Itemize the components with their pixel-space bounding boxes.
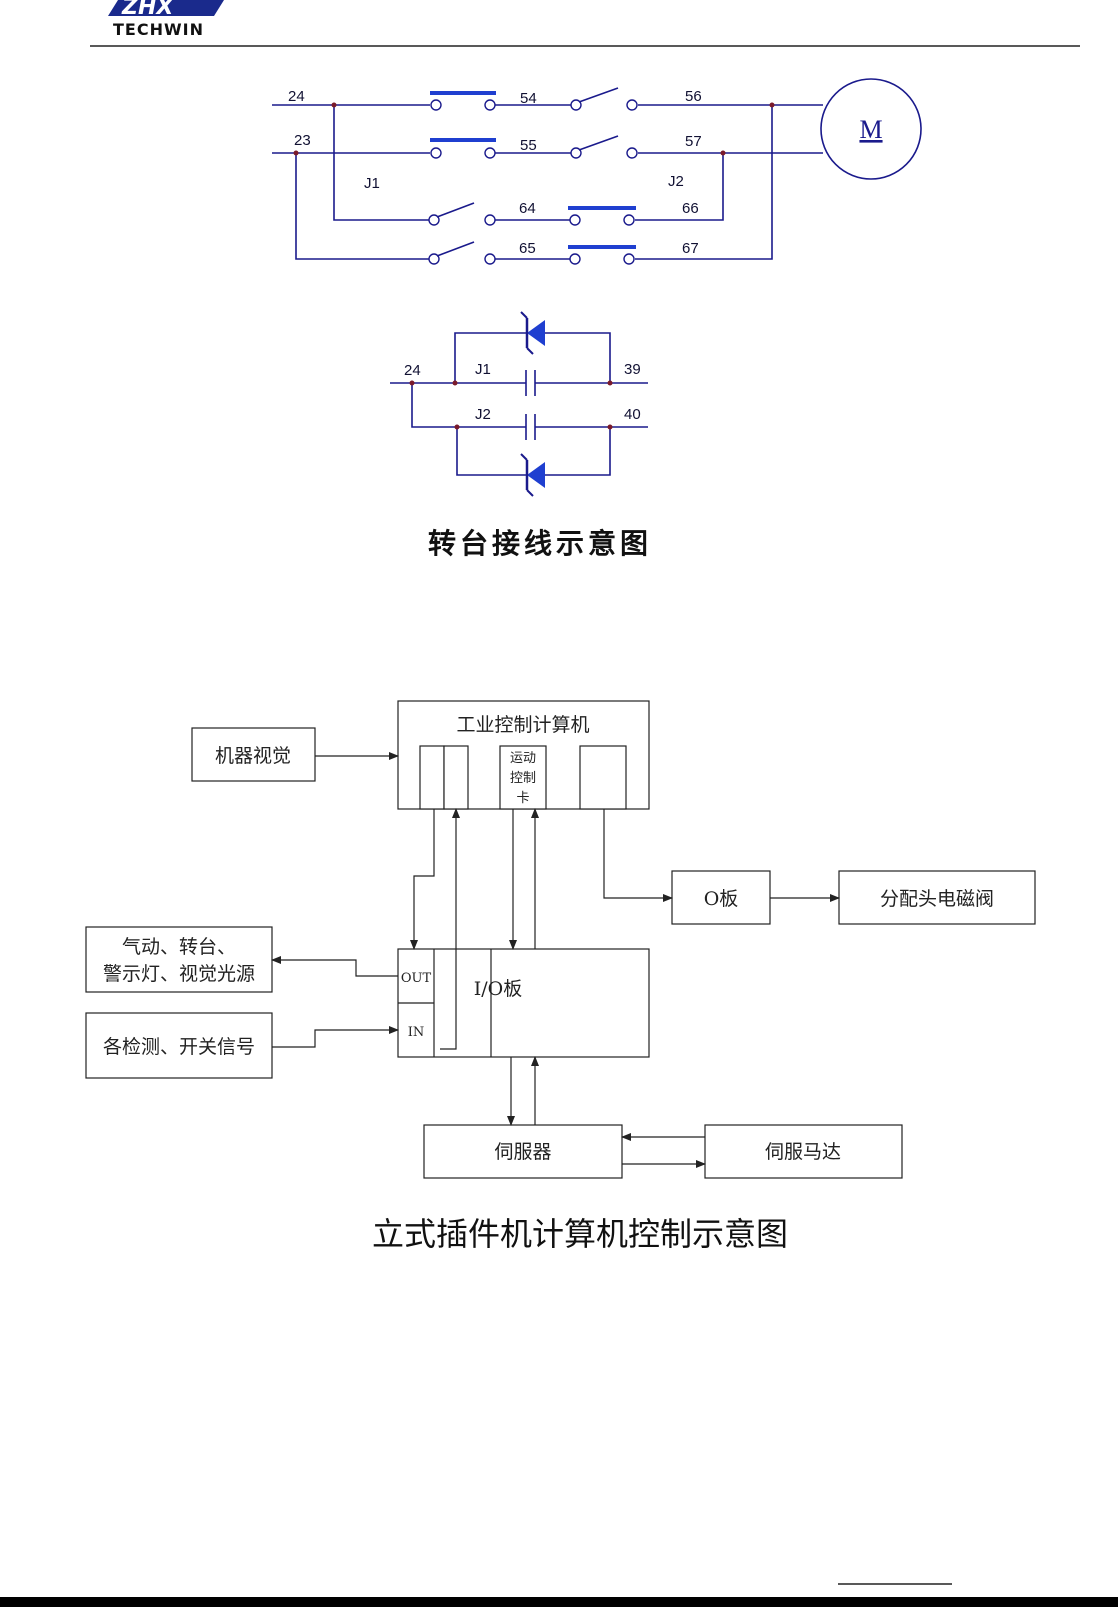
- relay-rectifier-diagram: 24 J1 J2 39 40: [390, 312, 648, 496]
- wire-label-23: 23: [294, 132, 311, 149]
- logo-text: TECHWIN: [113, 20, 204, 39]
- wire-label-64: 64: [519, 200, 536, 217]
- motor-label: M: [859, 115, 882, 144]
- turntable-wiring-diagram: M 24 23 54 55 56 57 64 65 66 67 J1 J2: [272, 79, 921, 264]
- vision-label: 机器视觉: [215, 745, 291, 767]
- control-caption: 立式插件机计算机控制示意图: [372, 1215, 788, 1253]
- outputs-box-line-2: 警示灯、视觉光源: [103, 963, 255, 985]
- wire-label-55: 55: [520, 137, 537, 154]
- wire-label-57: 57: [685, 133, 702, 150]
- wire-label-54: 54: [520, 90, 537, 107]
- rect-label-j1: J1: [475, 361, 491, 378]
- motion-card-label-3: 卡: [516, 791, 529, 806]
- wire-label-65: 65: [519, 240, 536, 257]
- control-block-diagram: 工业控制计算机 运动 控制 卡 机器视觉 O板 分配头电磁阀 I/O板 OUT …: [86, 701, 1035, 1178]
- o-board-label: O板: [704, 888, 739, 910]
- valve-label: 分配头电磁阀: [880, 888, 994, 910]
- relay-label-j2: J2: [668, 173, 684, 190]
- wire-label-67: 67: [682, 240, 699, 257]
- footer-rule: [0, 1597, 1118, 1607]
- servo-motor-label: 伺服马达: [765, 1141, 841, 1163]
- wire-label-24: 24: [288, 88, 305, 105]
- header-logo: ZHX TECHWIN: [108, 0, 224, 39]
- in-port-label: IN: [408, 1025, 425, 1040]
- inputs-box-label: 各检测、开关信号: [103, 1036, 255, 1058]
- rect-label-24: 24: [404, 362, 421, 379]
- rect-label-40: 40: [624, 406, 641, 423]
- turntable-caption: 转台接线示意图: [428, 527, 652, 560]
- wire-label-56: 56: [685, 88, 702, 105]
- wire-label-66: 66: [682, 200, 699, 217]
- outputs-box-line-1: 气动、转台、: [122, 936, 236, 958]
- motion-card-label-2: 控制: [510, 771, 536, 786]
- motion-card-label-1: 运动: [510, 751, 536, 766]
- io-board-label: I/O板: [474, 978, 522, 1000]
- rect-label-39: 39: [624, 361, 641, 378]
- relay-label-j1: J1: [364, 175, 380, 192]
- logo-mark: ZHX: [121, 0, 174, 20]
- out-port-label: OUT: [401, 971, 432, 986]
- rect-label-j2: J2: [475, 406, 491, 423]
- servo-drive-label: 伺服器: [494, 1141, 551, 1163]
- ipc-label: 工业控制计算机: [456, 714, 589, 736]
